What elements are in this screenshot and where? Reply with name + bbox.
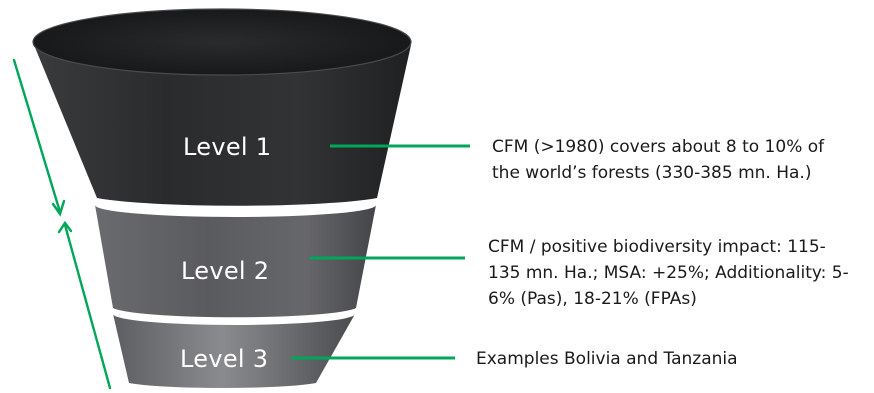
level-3-description: Examples Bolivia and Tanzania — [476, 346, 738, 372]
level-2-label: Level 2 — [181, 257, 270, 285]
level-2-description-line-1: CFM / positive biodiversity impact: 115- — [488, 237, 826, 257]
double-arrow-converging-icon — [12, 58, 112, 390]
level-2-description-line-3: 6% (Pas), 18-21% (FPAs) — [488, 289, 697, 309]
level-1-description-line-2: the world’s forests (330-385 mn. Ha.) — [492, 163, 812, 183]
level-1-description: CFM (>1980) covers about 8 to 10% of the… — [492, 134, 824, 186]
funnel-band-level-3 — [113, 314, 355, 388]
level-2-description-line-2: 135 mn. Ha.; MSA: +25%; Additionality: 5… — [488, 263, 849, 283]
level-2-description: CFM / positive biodiversity impact: 115-… — [488, 234, 849, 312]
funnel-top-opening — [33, 9, 411, 75]
level-1-description-line-1: CFM (>1980) covers about 8 to 10% of — [492, 137, 825, 157]
level-3-label: Level 3 — [180, 345, 269, 373]
level-1-label: Level 1 — [183, 133, 272, 161]
level-3-description-line-1: Examples Bolivia and Tanzania — [476, 349, 738, 369]
funnel-band-level-1 — [34, 45, 411, 206]
funnel-band-level-2 — [95, 205, 376, 318]
